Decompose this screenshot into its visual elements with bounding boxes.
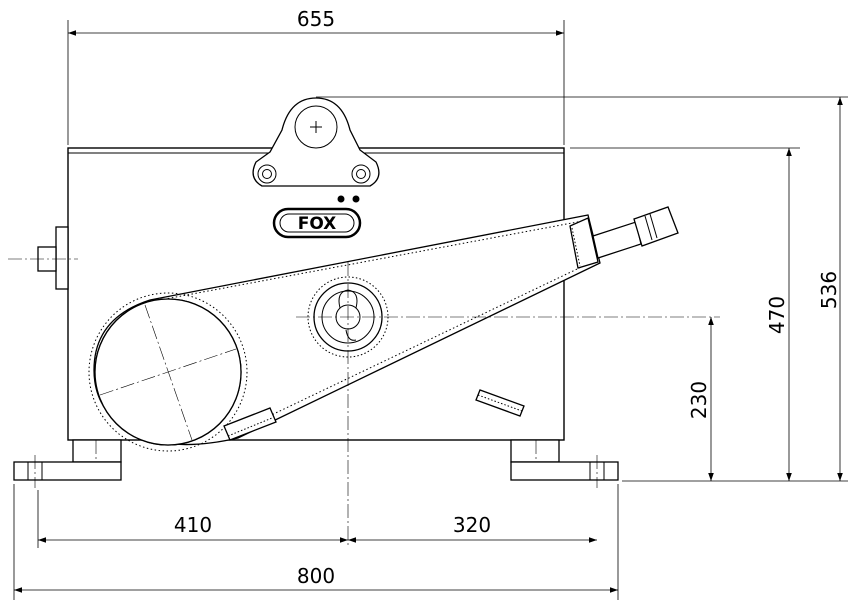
brake-pad <box>475 389 525 417</box>
dim-410: 410 <box>174 513 212 537</box>
lifting-lug <box>252 97 380 187</box>
dimension-body-height: 470 <box>765 148 792 481</box>
center-gear <box>296 262 720 545</box>
dimension-left-right: 410 320 <box>38 513 597 543</box>
dimension-overall-width: 800 <box>14 564 618 593</box>
dim-320: 320 <box>453 513 491 537</box>
right-foot <box>510 439 619 488</box>
handle <box>569 206 679 269</box>
dim-470: 470 <box>765 296 789 334</box>
large-pulley <box>88 292 248 452</box>
dim-230: 230 <box>687 381 711 419</box>
arm-pad <box>223 407 277 441</box>
logo-text: FOX <box>298 214 337 234</box>
drive-shaft <box>8 226 78 290</box>
dim-536: 536 <box>817 271 841 309</box>
rivets <box>337 195 360 203</box>
dim-655: 655 <box>297 7 335 31</box>
dim-800: 800 <box>297 564 335 588</box>
left-foot <box>13 439 122 488</box>
extension-lines <box>13 20 848 600</box>
dimension-total-height: 536 <box>817 97 843 481</box>
fox-logo: FOX <box>272 207 362 239</box>
dimension-axis-height: 230 <box>687 317 714 481</box>
dimension-top-width: 655 <box>68 7 564 36</box>
